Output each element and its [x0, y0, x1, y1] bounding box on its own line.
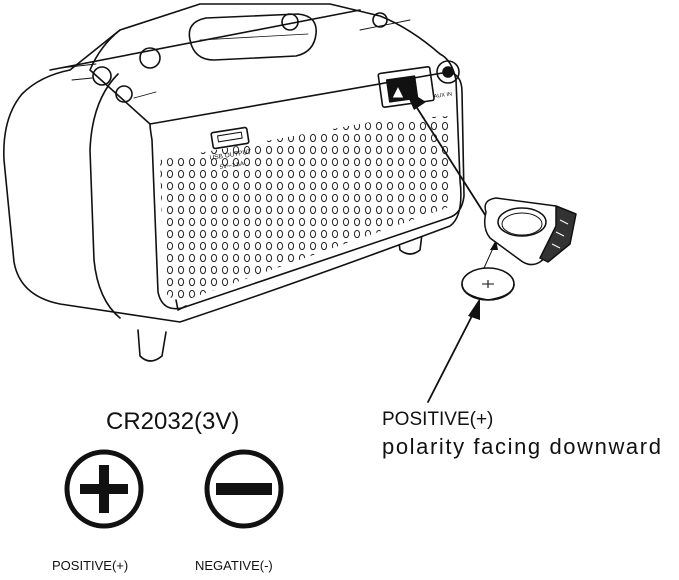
aux-in-label: AUX IN	[433, 91, 452, 99]
top-button	[115, 85, 133, 103]
coin-cell-icon	[461, 267, 515, 301]
positive-pointer-line	[427, 311, 475, 403]
battery-holder-tray	[483, 197, 577, 266]
front-panel	[149, 71, 465, 310]
negative-symbol-label: NEGATIVE(-)	[195, 558, 273, 573]
battery-compartment	[377, 65, 435, 108]
top-button	[281, 13, 299, 31]
positive-symbol-label: POSITIVE(+)	[52, 558, 129, 573]
plus-in-circle-icon	[64, 449, 144, 529]
top-panel-edge	[89, 29, 151, 125]
positive-pointer-arrowhead	[468, 298, 480, 320]
top-button	[139, 47, 161, 69]
holder-insert-arrowhead	[404, 88, 426, 110]
top-button	[92, 66, 112, 86]
positive-pointer-label: POSITIVE(+)	[382, 409, 494, 430]
aux-jack	[436, 60, 460, 84]
end-cap-seam	[89, 73, 121, 319]
bottom-latch	[175, 299, 187, 311]
usb-rating-label: 5V⎓1.5A	[219, 161, 244, 171]
usb-port	[210, 126, 250, 150]
top-display-window	[188, 13, 317, 61]
device-foot-left	[137, 329, 167, 362]
polarity-note: polarity facing downward	[382, 434, 663, 459]
battery-model-label: CR2032(3V)	[106, 408, 240, 435]
warning-triangle-icon	[391, 85, 405, 99]
speaker-grille	[160, 116, 452, 301]
device-illustration	[3, 3, 465, 362]
holder-insert-arrow	[411, 99, 497, 233]
top-button	[372, 12, 388, 28]
minus-in-circle-icon	[204, 449, 284, 529]
